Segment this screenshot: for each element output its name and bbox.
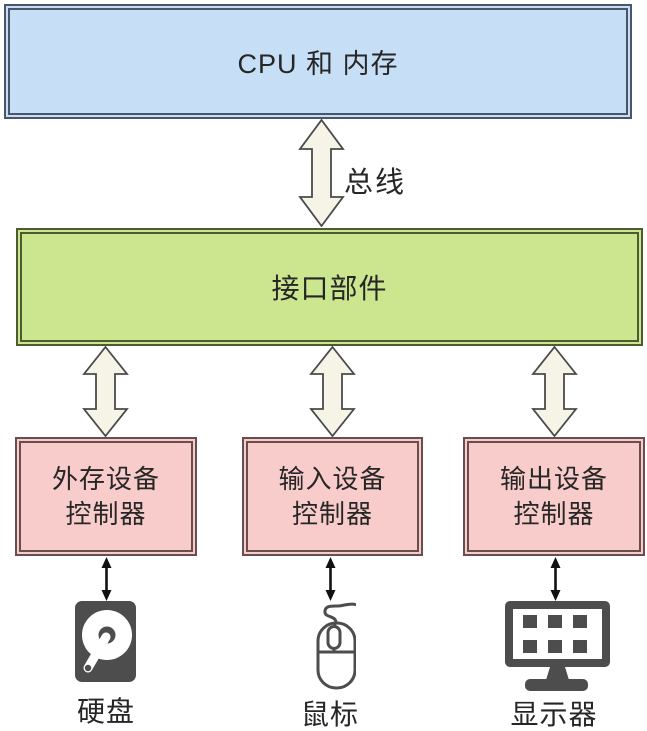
output-controller-to-monitor-arrow [550, 557, 561, 601]
mouse-icon [316, 602, 356, 690]
hard-disk-icon [75, 601, 136, 682]
cpu-memory-box: CPU 和 内存 [4, 4, 632, 119]
hard-disk-label: 硬盘 [76, 696, 135, 727]
output-controller-box: 输出设备 控制器 [463, 437, 645, 556]
interface-to-input-controller-arrow [309, 346, 356, 437]
cpu-memory-label: CPU 和 内存 [237, 49, 399, 79]
bus-arrow [298, 119, 345, 227]
storage-controller-label: 外存设备 控制器 [51, 464, 160, 529]
interface-to-storage-controller-arrow [82, 346, 129, 437]
storage-controller-box: 外存设备 控制器 [15, 437, 197, 556]
monitor-label: 显示器 [510, 699, 598, 730]
monitor-icon [505, 601, 610, 691]
interface-to-output-controller-arrow [531, 346, 578, 437]
interface-label: 接口部件 [271, 273, 388, 304]
bus-label: 总线 [344, 167, 407, 199]
interface-box: 接口部件 [16, 228, 643, 346]
output-controller-label: 输出设备 控制器 [499, 464, 608, 529]
input-controller-to-mouse-arrow [325, 557, 336, 601]
input-controller-box: 输入设备 控制器 [242, 437, 423, 556]
storage-controller-to-disk-arrow [101, 557, 112, 601]
mouse-label: 鼠标 [300, 699, 359, 730]
input-controller-label: 输入设备 控制器 [278, 464, 387, 529]
